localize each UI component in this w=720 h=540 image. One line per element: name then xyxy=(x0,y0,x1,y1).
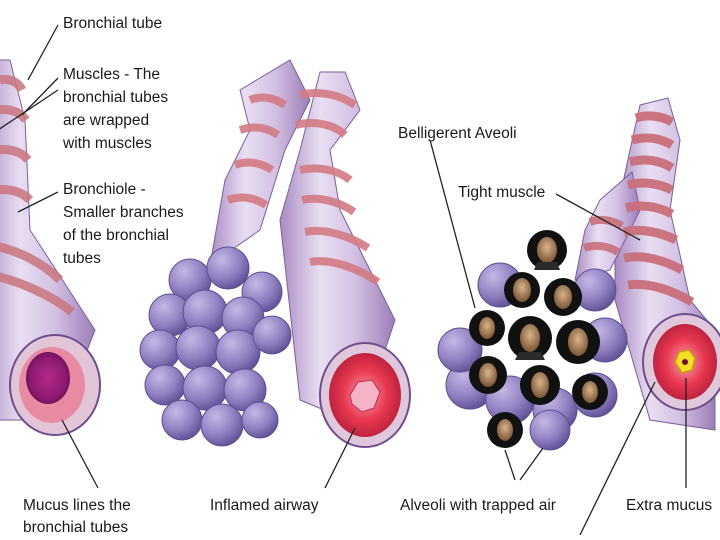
trapped-air-alveolus xyxy=(556,320,600,364)
trapped-air-alveolus xyxy=(469,356,507,394)
leader-lines xyxy=(0,24,687,536)
label-extra-mucus: Extra mucus xyxy=(626,497,712,514)
bronchial-tube-healthy xyxy=(0,59,101,436)
trapped-air-alveolus xyxy=(520,365,560,405)
bronchial-tube-constricted xyxy=(574,97,720,431)
trapped-air-alveolus xyxy=(544,278,582,316)
label-mucus-lines-line-1: Mucus lines the xyxy=(23,497,131,514)
trapped-air-alveolus xyxy=(508,316,552,360)
label-muscles-line-4: with muscles xyxy=(62,135,152,152)
label-bronchial-tube: Bronchial tube xyxy=(63,15,162,32)
label-belligerent-alveoli: Belligerent Aveoli xyxy=(398,125,517,142)
label-tight-muscle: Tight muscle xyxy=(458,184,545,201)
label-bronchiole-line-4: tubes xyxy=(63,250,101,267)
label-alveoli-trapped-air: Alveoli with trapped air xyxy=(400,497,556,514)
label-bronchiole-line-3: of the bronchial xyxy=(63,227,169,244)
label-muscles-line-2: bronchial tubes xyxy=(63,89,168,106)
alveoli-cluster-trapped-air xyxy=(437,230,628,451)
label-muscles-line-1: Muscles - The xyxy=(63,66,160,83)
label-muscles-line-3: are wrapped xyxy=(63,112,149,129)
label-mucus-lines-line-2: bronchial tubes xyxy=(23,519,128,536)
trapped-air-alveolus xyxy=(469,310,505,346)
alveoli-cluster-healthy xyxy=(139,246,292,447)
trapped-air-alveolus xyxy=(572,374,608,410)
mucus-lining xyxy=(26,352,70,404)
bronchial-tube-inflamed xyxy=(209,59,411,448)
label-bronchiole-line-1: Bronchiole - xyxy=(63,181,146,198)
branch-tube xyxy=(574,171,641,281)
trapped-air-alveolus xyxy=(504,272,540,308)
trapped-air-alveolus xyxy=(487,412,523,448)
narrowed-airway xyxy=(349,379,381,413)
label-inflamed-airway: Inflamed airway xyxy=(210,497,319,514)
trapped-air-alveolus xyxy=(527,230,567,270)
label-bronchiole-line-2: Smaller branches xyxy=(63,204,184,221)
